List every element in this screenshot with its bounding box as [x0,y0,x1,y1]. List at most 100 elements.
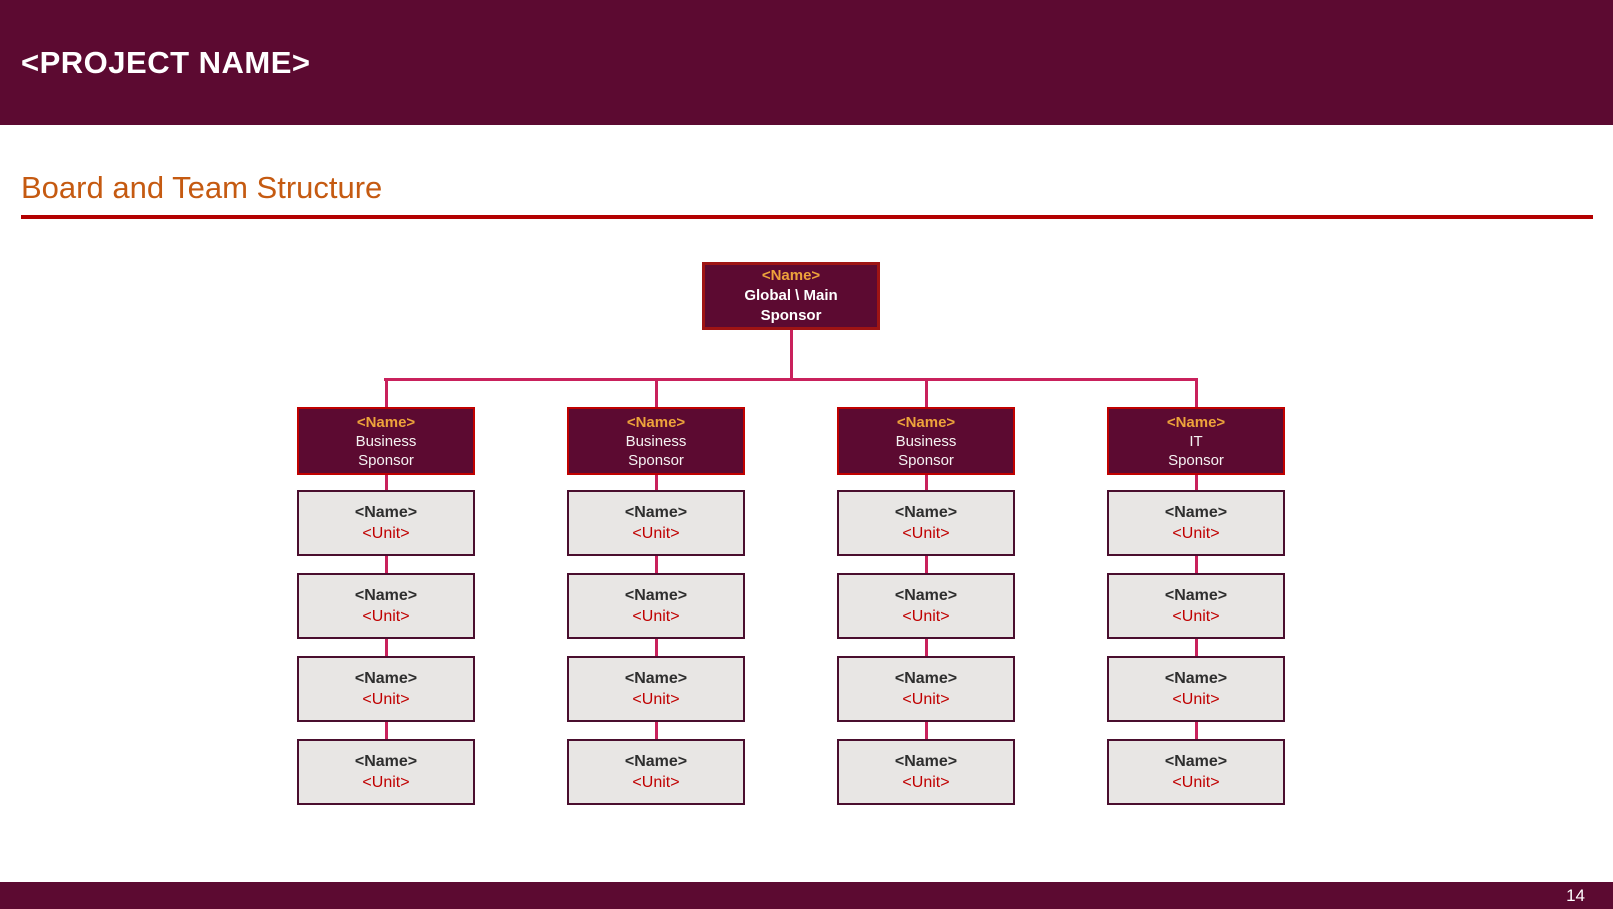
member-box: <Name> <Unit> [567,656,745,722]
sponsor-role-line2: Sponsor [358,451,414,469]
member-unit: <Unit> [632,525,680,542]
member-box: <Name> <Unit> [1107,739,1285,805]
connector-stub [654,639,658,656]
connector-stub-col4 [1195,378,1198,407]
connector-stub-col1 [385,378,388,407]
member-name: <Name> [624,587,688,604]
sponsor-box: <Name> Business Sponsor [297,407,475,475]
member-unit: <Unit> [902,691,950,708]
member-box: <Name> <Unit> [1107,490,1285,556]
member-box: <Name> <Unit> [297,490,475,556]
connector-stub [924,722,928,739]
member-unit: <Unit> [632,691,680,708]
connector-stub [384,556,388,573]
member-box: <Name> <Unit> [837,573,1015,639]
sponsor-box: <Name> Business Sponsor [567,407,745,475]
sponsor-name: <Name> [896,413,956,431]
sponsor-role-line1: Business [355,432,417,450]
sponsor-role-line2: Sponsor [898,451,954,469]
connector-stub [384,475,388,490]
member-unit: <Unit> [362,525,410,542]
connector-stub [654,475,658,490]
sponsor-role-line2: Sponsor [628,451,684,469]
sponsor-role-line1: Business [625,432,687,450]
member-box: <Name> <Unit> [1107,656,1285,722]
member-box: <Name> <Unit> [567,739,745,805]
member-unit: <Unit> [902,774,950,791]
connector-stub [1194,722,1198,739]
connector-stub [1194,475,1198,490]
member-name: <Name> [894,587,958,604]
org-column-4: <Name> IT Sponsor <Name> <Unit> <Name> <… [1107,407,1285,805]
member-name: <Name> [894,670,958,687]
connector-stub [384,722,388,739]
connector-stub-col2 [655,378,658,407]
member-unit: <Unit> [362,608,410,625]
root-sponsor-role-line2: Sponsor [760,307,822,324]
member-box: <Name> <Unit> [1107,573,1285,639]
member-unit: <Unit> [902,608,950,625]
member-unit: <Unit> [1172,774,1220,791]
connector-stub [1194,556,1198,573]
member-name: <Name> [1164,670,1228,687]
member-unit: <Unit> [1172,691,1220,708]
page-number: 14 [1566,885,1585,905]
org-column-3: <Name> Business Sponsor <Name> <Unit> <N… [837,407,1015,805]
page-title: Board and Team Structure [21,170,383,205]
connector-stub [924,639,928,656]
member-box: <Name> <Unit> [567,573,745,639]
sponsor-name: <Name> [626,413,686,431]
member-box: <Name> <Unit> [297,739,475,805]
member-name: <Name> [624,504,688,521]
member-name: <Name> [354,670,418,687]
title-underline [21,215,1593,219]
connector-stub [654,722,658,739]
sponsor-box: <Name> IT Sponsor [1107,407,1285,475]
connector-root-vertical [790,330,793,378]
member-unit: <Unit> [362,691,410,708]
connector-horizontal [384,378,1198,381]
member-name: <Name> [894,504,958,521]
member-name: <Name> [1164,504,1228,521]
connector-stub-col3 [925,378,928,407]
member-box: <Name> <Unit> [567,490,745,556]
member-name: <Name> [354,504,418,521]
slide-header-bar: <PROJECT NAME> [0,0,1613,125]
connector-stub [1194,639,1198,656]
slide-footer-bar: 14 [0,882,1613,909]
sponsor-name: <Name> [1166,413,1226,431]
connector-stub [384,639,388,656]
root-sponsor-role-line1: Global \ Main [744,287,838,304]
org-column-1: <Name> Business Sponsor <Name> <Unit> <N… [297,407,475,805]
member-name: <Name> [624,753,688,770]
member-box: <Name> <Unit> [297,656,475,722]
member-unit: <Unit> [902,525,950,542]
sponsor-box: <Name> Business Sponsor [837,407,1015,475]
root-sponsor-name: <Name> [761,267,821,284]
member-box: <Name> <Unit> [837,656,1015,722]
member-unit: <Unit> [1172,608,1220,625]
member-box: <Name> <Unit> [297,573,475,639]
member-name: <Name> [354,753,418,770]
connector-stub [654,556,658,573]
member-name: <Name> [624,670,688,687]
member-name: <Name> [894,753,958,770]
sponsor-role-line1: Business [895,432,957,450]
member-unit: <Unit> [632,608,680,625]
member-box: <Name> <Unit> [837,490,1015,556]
connector-stub [924,475,928,490]
sponsor-role-line1: IT [1189,432,1203,450]
root-sponsor-box: <Name> Global \ Main Sponsor [702,262,880,330]
member-name: <Name> [354,587,418,604]
connector-stub [924,556,928,573]
member-name: <Name> [1164,753,1228,770]
member-box: <Name> <Unit> [837,739,1015,805]
project-name-title: <PROJECT NAME> [21,44,311,80]
member-name: <Name> [1164,587,1228,604]
org-column-2: <Name> Business Sponsor <Name> <Unit> <N… [567,407,745,805]
member-unit: <Unit> [632,774,680,791]
sponsor-role-line2: Sponsor [1168,451,1224,469]
member-unit: <Unit> [1172,525,1220,542]
sponsor-name: <Name> [356,413,416,431]
